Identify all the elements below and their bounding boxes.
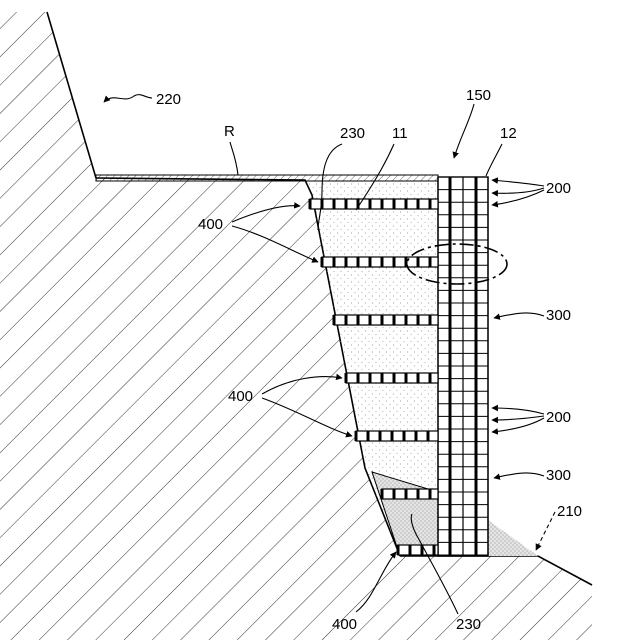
anchor-rib bbox=[369, 257, 372, 267]
anchor-rib bbox=[397, 545, 400, 555]
anchor-rib bbox=[417, 257, 420, 267]
anchor-rib bbox=[355, 431, 358, 441]
anchor-rib bbox=[405, 315, 408, 325]
anchor-rib bbox=[357, 373, 360, 383]
anchor-rib bbox=[393, 373, 396, 383]
label-400-upper: 400 bbox=[198, 216, 223, 233]
label-300-upper: 300 bbox=[546, 307, 571, 324]
anchor-rib bbox=[409, 545, 412, 555]
anchor-rib bbox=[381, 315, 384, 325]
label-200-lower: 200 bbox=[546, 409, 571, 426]
anchor-rib bbox=[369, 315, 372, 325]
anchor-rib bbox=[393, 315, 396, 325]
anchor-rib bbox=[381, 373, 384, 383]
anchor-strip bbox=[334, 315, 438, 325]
label-300-lower: 300 bbox=[546, 467, 571, 484]
label-400-bottom: 400 bbox=[332, 616, 357, 633]
anchor-rib bbox=[369, 373, 372, 383]
anchor-rib bbox=[405, 489, 408, 499]
anchor-rib bbox=[429, 199, 432, 209]
anchor-rib bbox=[405, 199, 408, 209]
label-12: 12 bbox=[500, 125, 517, 142]
label-150: 150 bbox=[466, 87, 491, 104]
label-400-middle: 400 bbox=[228, 388, 253, 405]
label-R: R bbox=[224, 123, 235, 140]
label-11: 11 bbox=[392, 125, 408, 142]
anchor-rib bbox=[333, 315, 336, 325]
anchor-rib bbox=[345, 373, 348, 383]
anchor-rib bbox=[405, 373, 408, 383]
anchor-strip bbox=[346, 373, 438, 383]
anchor-rib bbox=[391, 431, 394, 441]
anchor-strip bbox=[398, 545, 438, 555]
anchor-rib bbox=[381, 489, 384, 499]
anchor-rib bbox=[345, 199, 348, 209]
anchor-rib bbox=[357, 257, 360, 267]
anchor-rib bbox=[417, 489, 420, 499]
anchor-rib bbox=[369, 199, 372, 209]
anchor-rib bbox=[333, 257, 336, 267]
anchor-rib bbox=[321, 257, 324, 267]
anchor-rib bbox=[393, 257, 396, 267]
label-200-upper: 200 bbox=[546, 180, 571, 197]
anchor-rib bbox=[345, 257, 348, 267]
label-230-top: 230 bbox=[340, 125, 365, 142]
anchor-rib bbox=[433, 545, 436, 555]
anchor-rib bbox=[417, 373, 420, 383]
anchor-rib bbox=[429, 489, 432, 499]
road-surface bbox=[96, 175, 438, 181]
anchor-rib bbox=[417, 199, 420, 209]
anchor-rib bbox=[415, 431, 418, 441]
anchor-rib bbox=[417, 315, 420, 325]
anchor-rib bbox=[357, 315, 360, 325]
anchor-rib bbox=[429, 373, 432, 383]
anchor-rib bbox=[381, 199, 384, 209]
anchor-rib bbox=[403, 431, 406, 441]
anchor-rib bbox=[429, 257, 432, 267]
wall-facing bbox=[438, 177, 488, 556]
anchor-rib bbox=[345, 315, 348, 325]
anchor-rib bbox=[427, 431, 430, 441]
anchor-rib bbox=[381, 257, 384, 267]
anchor-rib bbox=[393, 199, 396, 209]
label-210: 210 bbox=[557, 503, 582, 520]
anchor-rib bbox=[393, 489, 396, 499]
anchor-rib bbox=[429, 315, 432, 325]
label-230-bottom: 230 bbox=[456, 616, 481, 633]
label-220: 220 bbox=[156, 91, 181, 108]
anchor-rib bbox=[333, 199, 336, 209]
anchor-rib bbox=[367, 431, 370, 441]
anchor-rib bbox=[309, 199, 312, 209]
anchor-rib bbox=[379, 431, 382, 441]
anchor-strip bbox=[322, 257, 438, 267]
